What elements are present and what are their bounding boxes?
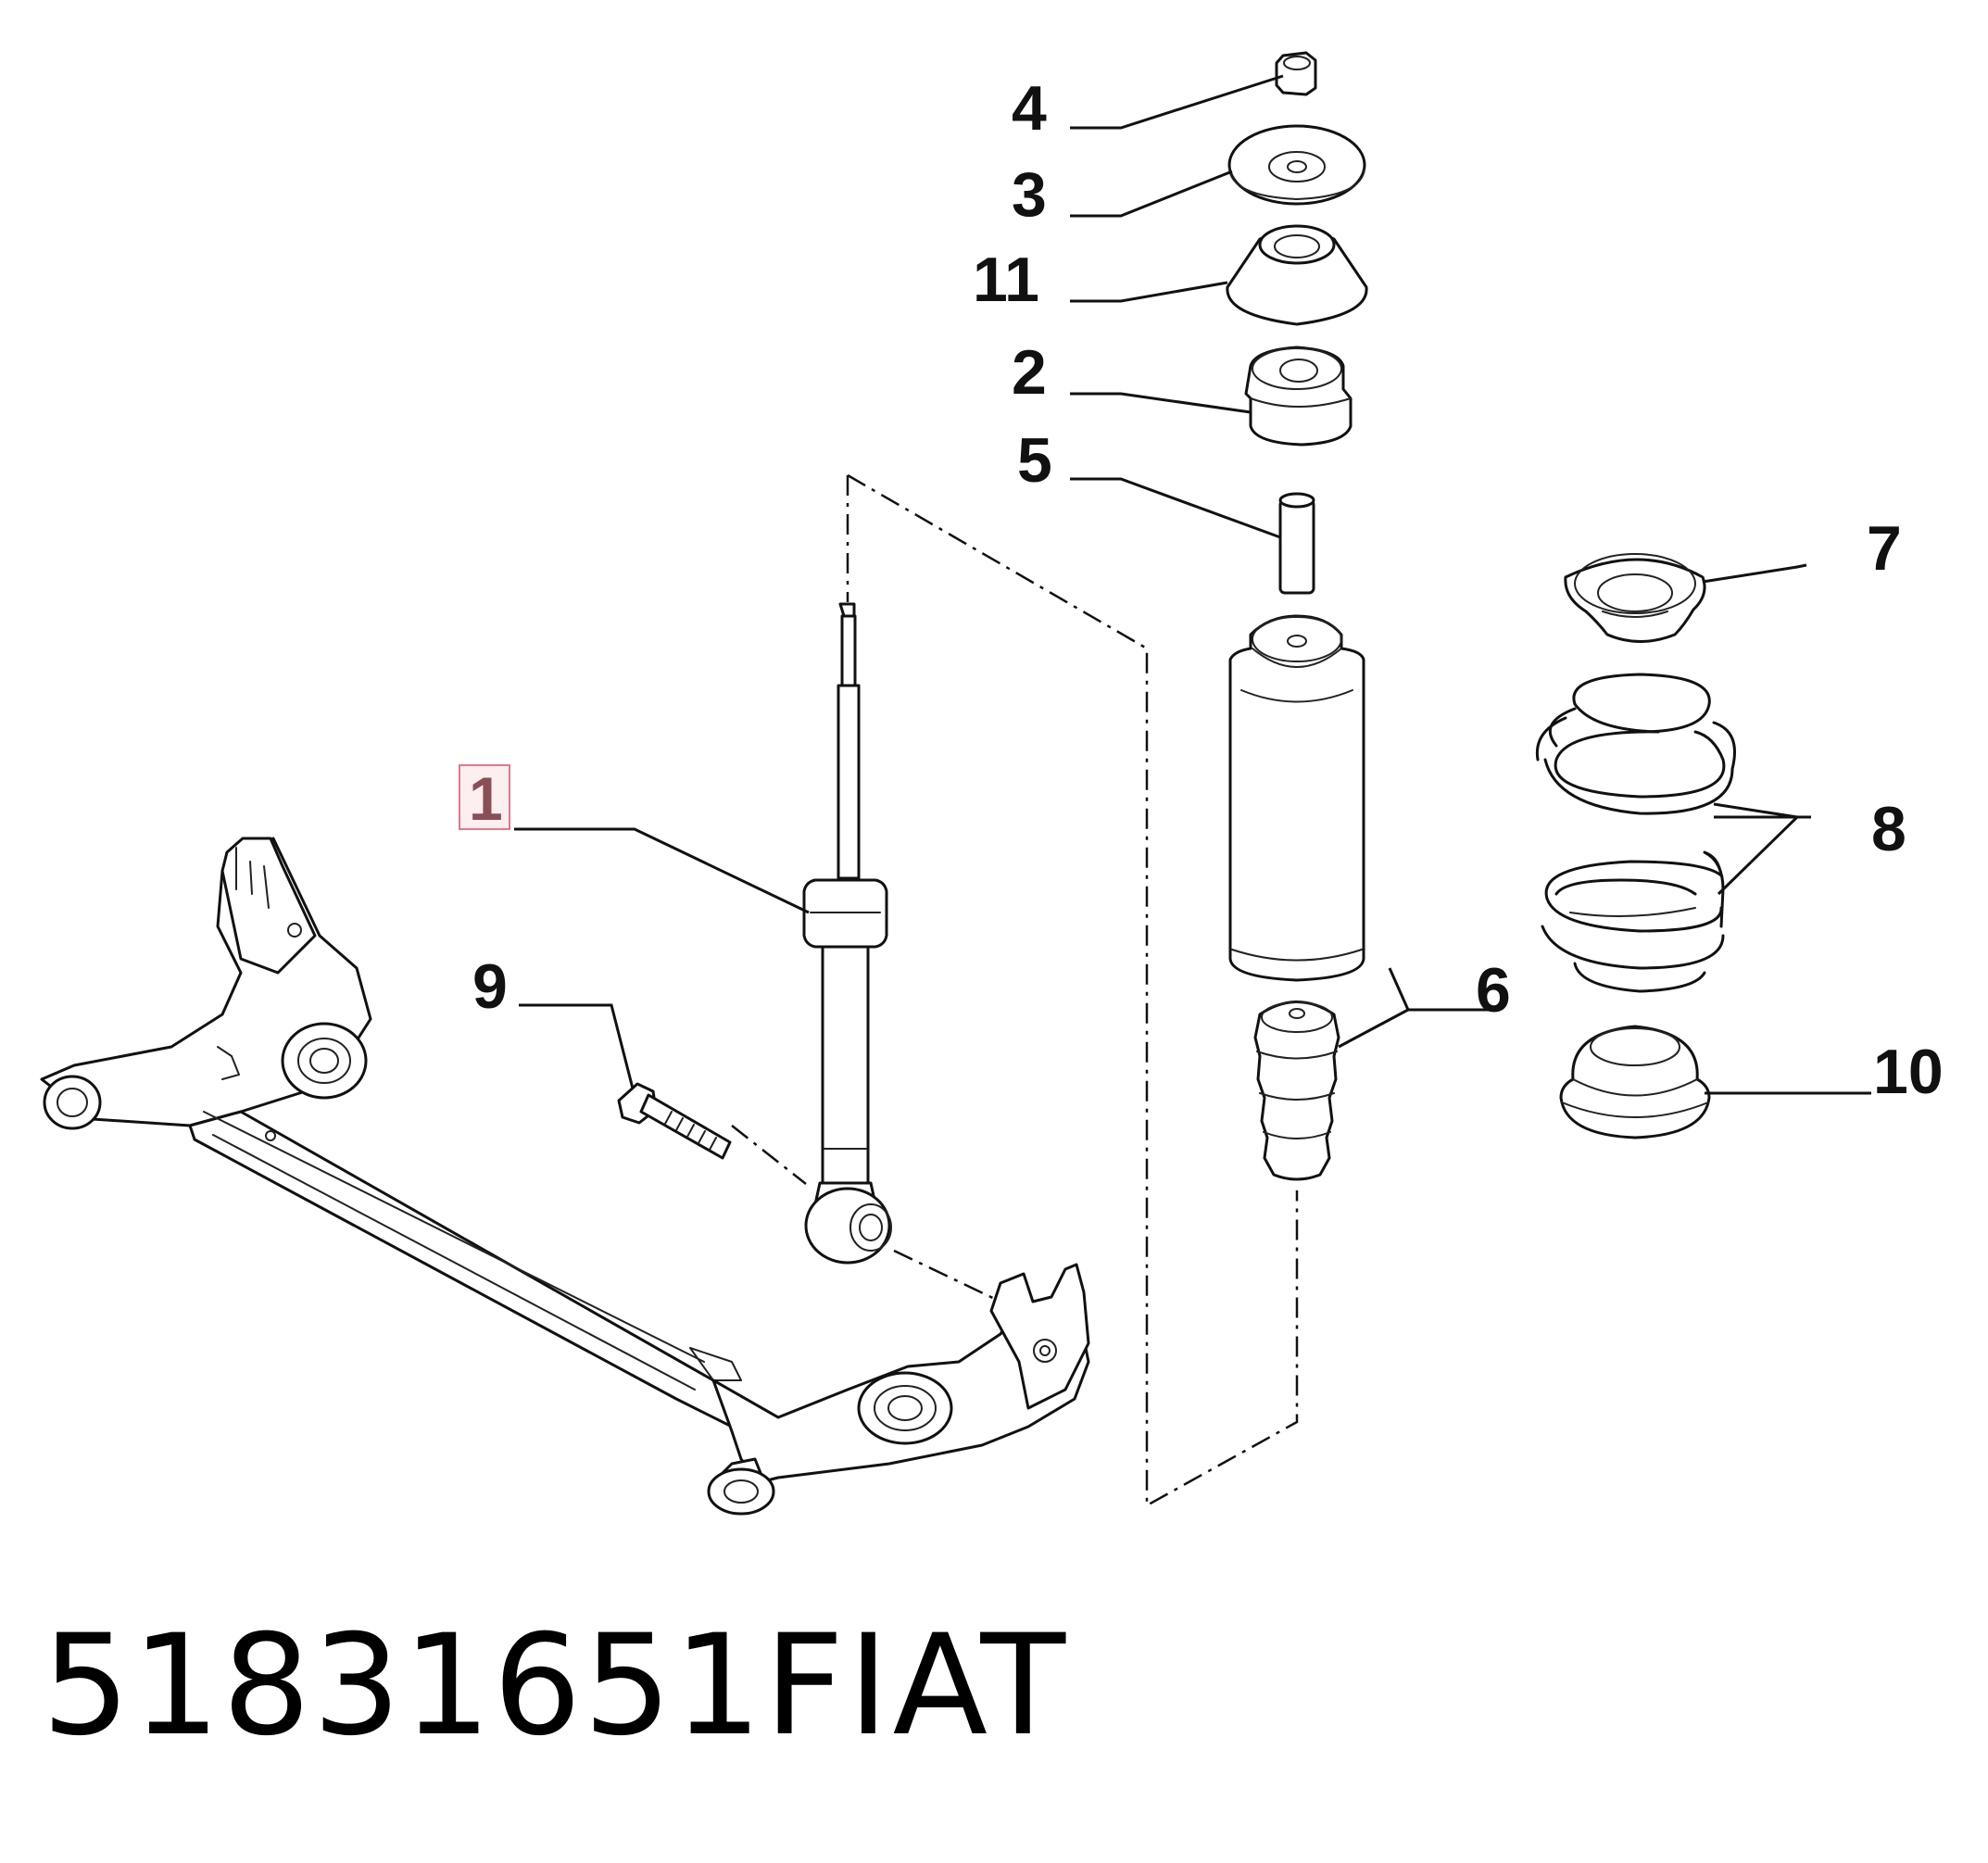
part-1-shock-absorber [802, 602, 892, 1265]
part-number: 51831651 [42, 1605, 764, 1767]
brand-name: FIAT [764, 1605, 1070, 1767]
callout-10: 10 [1873, 1037, 1944, 1107]
callout-1-highlight-box [459, 764, 510, 830]
rear-axle-beam [40, 837, 1090, 1516]
callout-6: 6 [1476, 955, 1511, 1026]
part-9-bolt [617, 1082, 732, 1160]
part-8-spring-upper [1535, 673, 1736, 815]
callout-7: 7 [1867, 513, 1902, 584]
callouts: 4 3 11 2 5 7 8 6 10 9 1 [459, 73, 1944, 1107]
leader-lines [514, 74, 1871, 1095]
part-5-spacer [1278, 492, 1315, 595]
part-7-spring-seat [1564, 553, 1706, 643]
callout-11: 11 [973, 245, 1039, 315]
part-11-cone-bushing [1226, 224, 1368, 326]
callout-8: 8 [1871, 794, 1906, 864]
part-6-dust-cover [1228, 614, 1365, 982]
part-2-bushing [1244, 346, 1353, 447]
part-4-nut [1275, 51, 1317, 96]
assembly-guide-lines [731, 473, 1299, 1508]
part-6-bump-stop [1253, 1001, 1340, 1181]
callout-5: 5 [1017, 425, 1052, 496]
part-10-spring-seat [1559, 1025, 1711, 1139]
part-8-spring-lower [1541, 850, 1725, 993]
callout-2: 2 [1012, 337, 1047, 408]
callout-9: 9 [472, 951, 508, 1022]
part-3-washer [1227, 124, 1366, 206]
callout-1: 1 [469, 764, 503, 833]
callout-4: 4 [1012, 73, 1047, 144]
callout-3: 3 [1012, 159, 1047, 230]
